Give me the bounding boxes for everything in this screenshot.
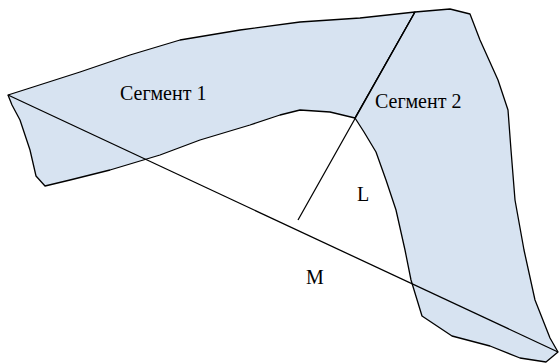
- region-outline: [350, 6, 560, 364]
- dimension-label: L: [357, 183, 369, 205]
- region-outline: [4, 6, 424, 191]
- line-l: [298, 12, 415, 220]
- dimension-label: M: [306, 266, 324, 288]
- segment-region: Сегмент 2: [350, 6, 560, 364]
- line-m: [8, 95, 558, 352]
- segment-label: Сегмент 1: [120, 82, 206, 104]
- segment-label: Сегмент 2: [375, 90, 461, 112]
- segment-region: Сегмент 1: [4, 6, 424, 191]
